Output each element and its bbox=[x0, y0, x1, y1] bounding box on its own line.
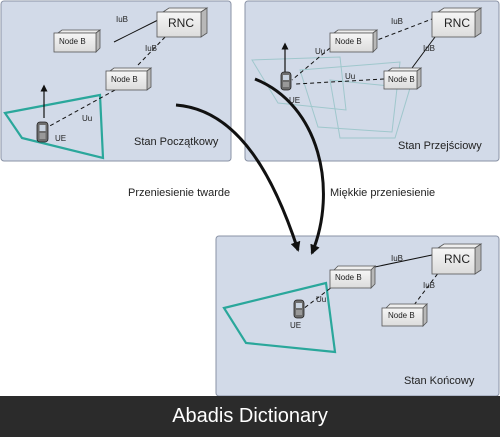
node-b-label-transition-2: Node B bbox=[388, 75, 415, 84]
iub-label-initial-1: IuB bbox=[116, 15, 129, 24]
iub-label-final-2: IuB bbox=[423, 281, 436, 290]
uu-link-transition-2 bbox=[295, 78, 385, 85]
coverage-area-transition-2 bbox=[299, 61, 401, 133]
soft-handover-label: Miękkie przeniesienie bbox=[330, 187, 436, 199]
uu-label-final: Uu bbox=[316, 295, 327, 304]
iub-link-initial-1 bbox=[113, 19, 159, 43]
coverage-area-transition-3 bbox=[329, 79, 411, 139]
uu-link-transition-1 bbox=[291, 47, 331, 81]
hard-handover-label: Przeniesienie twarde bbox=[128, 187, 231, 199]
rnc-box-final bbox=[431, 243, 483, 275]
iub-link-initial-2 bbox=[137, 33, 169, 66]
ue-label-initial: UE bbox=[55, 134, 67, 143]
iub-link-transition-1 bbox=[371, 18, 433, 43]
panel-transition-background bbox=[244, 0, 500, 162]
iub-link-transition-2 bbox=[411, 32, 439, 69]
iub-label-initial-2: IuB bbox=[145, 44, 158, 53]
panel-title-transition: Stan Przejściowy bbox=[398, 140, 482, 152]
rnc-box-initial bbox=[156, 7, 209, 38]
footer-bar bbox=[0, 396, 500, 437]
iub-label-transition-2: IuB bbox=[423, 44, 436, 53]
ue-label-final: UE bbox=[290, 321, 302, 330]
rnc-box-transition bbox=[431, 7, 483, 38]
panel-transition bbox=[244, 0, 500, 162]
uu-label-initial: Uu bbox=[82, 114, 93, 123]
panel-title-initial: Stan Początkowy bbox=[134, 136, 219, 148]
phone-icon-final bbox=[293, 299, 305, 319]
node-b-box-initial-main bbox=[105, 67, 153, 91]
uu-label-transition-1: Uu bbox=[315, 47, 326, 56]
node-b-label-final-bottom: Node B bbox=[388, 311, 415, 320]
node-b-label-final-main: Node B bbox=[335, 273, 362, 282]
phone-icon-transition bbox=[280, 71, 292, 91]
panel-title-final: Stan Końcowy bbox=[404, 375, 475, 387]
node-b-box-transition-2 bbox=[383, 67, 423, 90]
node-b-box-final-bottom bbox=[381, 303, 428, 327]
phone-icon-initial bbox=[36, 121, 49, 143]
rnc-label-final: RNC bbox=[444, 252, 470, 266]
node-b-box-initial-top bbox=[53, 29, 102, 53]
soft-handover-arrow bbox=[254, 77, 325, 255]
coverage-area-final bbox=[222, 281, 337, 354]
footer-watermark: Abadis Dictionary bbox=[172, 405, 328, 427]
coverage-area-initial bbox=[3, 93, 105, 160]
coverage-area-transition-1 bbox=[251, 56, 347, 111]
iub-label-final-1: IuB bbox=[391, 254, 404, 263]
iub-link-final-1 bbox=[369, 254, 433, 269]
node-b-label-transition-1: Node B bbox=[335, 37, 362, 46]
node-b-label-initial-top: Node B bbox=[59, 37, 86, 46]
panel-initial bbox=[0, 0, 232, 162]
iub-label-transition-1: IuB bbox=[391, 17, 404, 26]
hard-handover-arrow bbox=[175, 103, 301, 252]
panel-final bbox=[215, 235, 500, 397]
node-b-label-initial-main: Node B bbox=[111, 75, 138, 84]
ue-label-transition: UE bbox=[289, 96, 301, 105]
node-b-box-transition-1 bbox=[329, 29, 379, 53]
rnc-label-transition: RNC bbox=[444, 16, 470, 30]
node-b-box-final-main bbox=[329, 265, 376, 289]
uu-label-transition-2: Uu bbox=[345, 72, 356, 81]
rnc-label-initial: RNC bbox=[168, 16, 194, 30]
uu-link-initial bbox=[45, 89, 116, 129]
